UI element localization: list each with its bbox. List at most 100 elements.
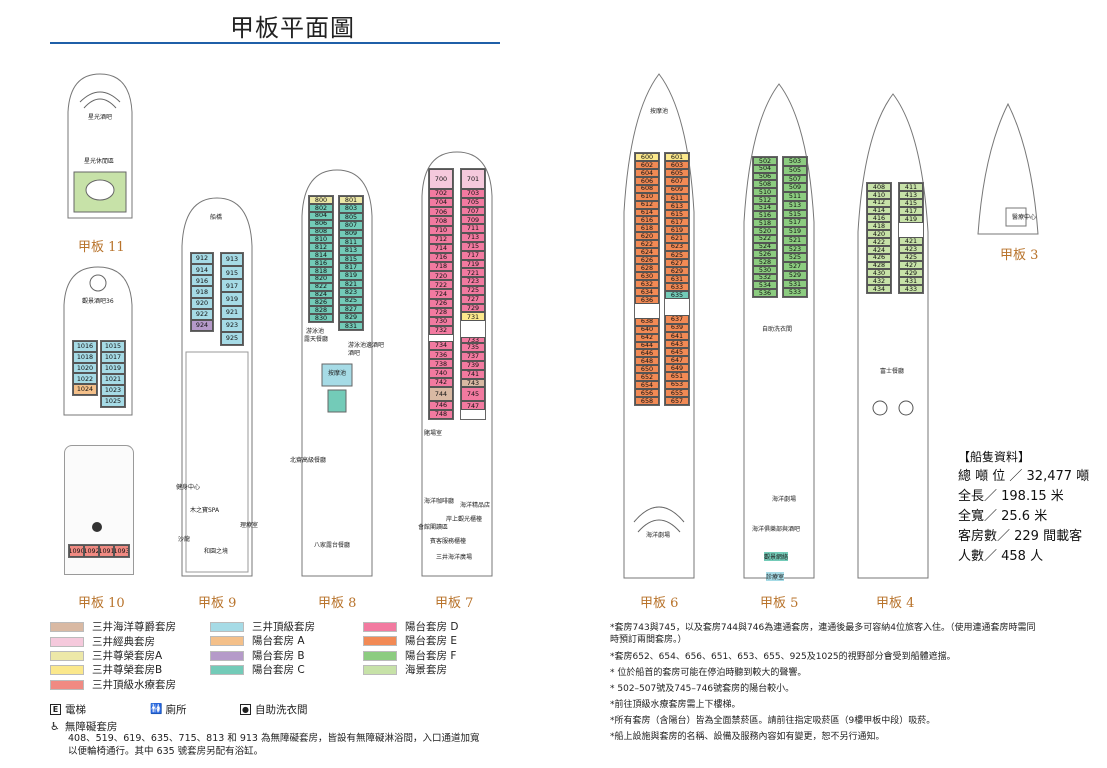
cabin-506[interactable]: 506 [753, 172, 777, 181]
cabin-822[interactable]: 822 [309, 282, 333, 291]
cabin-514[interactable]: 514 [753, 203, 777, 212]
cabin-516[interactable]: 516 [753, 211, 777, 220]
cabin-732[interactable]: 732 [429, 325, 453, 336]
cabin-511[interactable]: 511 [783, 192, 807, 201]
cabin-739[interactable]: 739 [461, 360, 485, 370]
cabin-746[interactable]: 746 [429, 400, 453, 410]
cabin-742[interactable]: 742 [429, 377, 453, 387]
cabin-737[interactable]: 737 [461, 352, 485, 361]
cabin-529[interactable]: 529 [783, 270, 807, 280]
cabin-422[interactable]: 422 [867, 238, 891, 246]
cabin-713[interactable]: 713 [461, 233, 485, 242]
cabin-431[interactable]: 431 [899, 277, 923, 285]
cabin-809[interactable]: 809 [339, 229, 363, 238]
cabin-803[interactable]: 803 [339, 204, 363, 213]
cabin-818[interactable]: 818 [309, 266, 333, 275]
cabin-418[interactable]: 418 [867, 222, 891, 231]
cabin-603[interactable]: 603 [665, 161, 689, 170]
cabin-502[interactable]: 502 [753, 157, 777, 165]
cabin-800[interactable]: 800 [309, 196, 333, 204]
cabin-640[interactable]: 640 [635, 325, 659, 334]
cabin-1025[interactable]: 1025 [101, 396, 125, 407]
cabin-708[interactable]: 708 [429, 216, 453, 226]
cabin-429[interactable]: 429 [899, 269, 923, 277]
cabin-526[interactable]: 526 [753, 250, 777, 259]
cabin-525[interactable]: 525 [783, 253, 807, 262]
cabin-630[interactable]: 630 [635, 272, 659, 280]
cabin-411[interactable]: 411 [899, 183, 923, 191]
cabin-731[interactable]: 731 [461, 312, 485, 322]
cabin-602[interactable]: 602 [635, 160, 659, 169]
cabin-812[interactable]: 812 [309, 243, 333, 252]
cabin-656[interactable]: 656 [635, 389, 659, 398]
cabin-734[interactable]: 734 [429, 341, 453, 351]
cabin-620[interactable]: 620 [635, 232, 659, 241]
cabin-623[interactable]: 623 [665, 242, 689, 251]
cabin-923[interactable]: 923 [221, 318, 243, 332]
cabin-710[interactable]: 710 [429, 225, 453, 235]
cabin-609[interactable]: 609 [665, 185, 689, 194]
cabin-802[interactable]: 802 [309, 203, 333, 212]
cabin-704[interactable]: 704 [429, 198, 453, 208]
cabin-658[interactable]: 658 [635, 397, 659, 405]
cabin-524[interactable]: 524 [753, 242, 777, 251]
cabin-820[interactable]: 820 [309, 274, 333, 283]
cabin-806[interactable]: 806 [309, 219, 333, 228]
cabin-512[interactable]: 512 [753, 195, 777, 204]
cabin-830[interactable]: 830 [309, 314, 333, 322]
cabin-427[interactable]: 427 [899, 261, 923, 269]
cabin-807[interactable]: 807 [339, 221, 363, 230]
cabin-811[interactable]: 811 [339, 237, 363, 247]
cabin-726[interactable]: 726 [429, 298, 453, 308]
cabin-638[interactable]: 638 [635, 317, 659, 326]
cabin-625[interactable]: 625 [665, 250, 689, 259]
cabin-518[interactable]: 518 [753, 219, 777, 227]
cabin-716[interactable]: 716 [429, 252, 453, 263]
cabin-815[interactable]: 815 [339, 254, 363, 263]
cabin-634[interactable]: 634 [635, 287, 659, 296]
cabin-611[interactable]: 611 [665, 193, 689, 202]
cabin-924[interactable]: 924 [191, 319, 213, 331]
cabin-707[interactable]: 707 [461, 206, 485, 216]
cabin-521[interactable]: 521 [783, 235, 807, 245]
cabin-607[interactable]: 607 [665, 177, 689, 186]
cabin-1018[interactable]: 1018 [73, 351, 97, 363]
cabin-703[interactable]: 703 [461, 189, 485, 198]
cabin-613[interactable]: 613 [665, 201, 689, 210]
cabin-712[interactable]: 712 [429, 234, 453, 244]
cabin-647[interactable]: 647 [665, 356, 689, 365]
cabin-645[interactable]: 645 [665, 348, 689, 357]
cabin-827[interactable]: 827 [339, 304, 363, 314]
cabin-619[interactable]: 619 [665, 226, 689, 235]
cabin-801[interactable]: 801 [339, 196, 363, 205]
cabin-644[interactable]: 644 [635, 341, 659, 350]
cabin-725[interactable]: 725 [461, 286, 485, 295]
cabin-1090[interactable]: 1090 [69, 545, 84, 557]
cabin-420[interactable]: 420 [867, 230, 891, 238]
cabin-917[interactable]: 917 [221, 279, 243, 293]
cabin-617[interactable]: 617 [665, 218, 689, 227]
cabin-1019[interactable]: 1019 [101, 363, 125, 374]
cabin-727[interactable]: 727 [461, 294, 485, 304]
cabin-1021[interactable]: 1021 [101, 374, 125, 385]
cabin-743[interactable]: 743 [461, 378, 485, 388]
cabin-1024[interactable]: 1024 [73, 384, 97, 395]
cabin-530[interactable]: 530 [753, 265, 777, 274]
cabin-810[interactable]: 810 [309, 235, 333, 244]
cabin-533[interactable]: 533 [783, 288, 807, 297]
cabin-718[interactable]: 718 [429, 262, 453, 272]
cabin-606[interactable]: 606 [635, 176, 659, 185]
cabin-628[interactable]: 628 [635, 264, 659, 272]
cabin-655[interactable]: 655 [665, 388, 689, 397]
cabin-654[interactable]: 654 [635, 381, 659, 390]
cabin-745[interactable]: 745 [461, 387, 485, 402]
cabin-741[interactable]: 741 [461, 369, 485, 379]
cabin-701[interactable]: 701 [461, 169, 485, 189]
cabin-733[interactable]: 733 [461, 337, 485, 344]
cabin-639[interactable]: 639 [665, 323, 689, 332]
cabin-624[interactable]: 624 [635, 248, 659, 257]
cabin-414[interactable]: 414 [867, 206, 891, 215]
cabin-531[interactable]: 531 [783, 279, 807, 289]
cabin-652[interactable]: 652 [635, 373, 659, 382]
cabin-653[interactable]: 653 [665, 380, 689, 389]
